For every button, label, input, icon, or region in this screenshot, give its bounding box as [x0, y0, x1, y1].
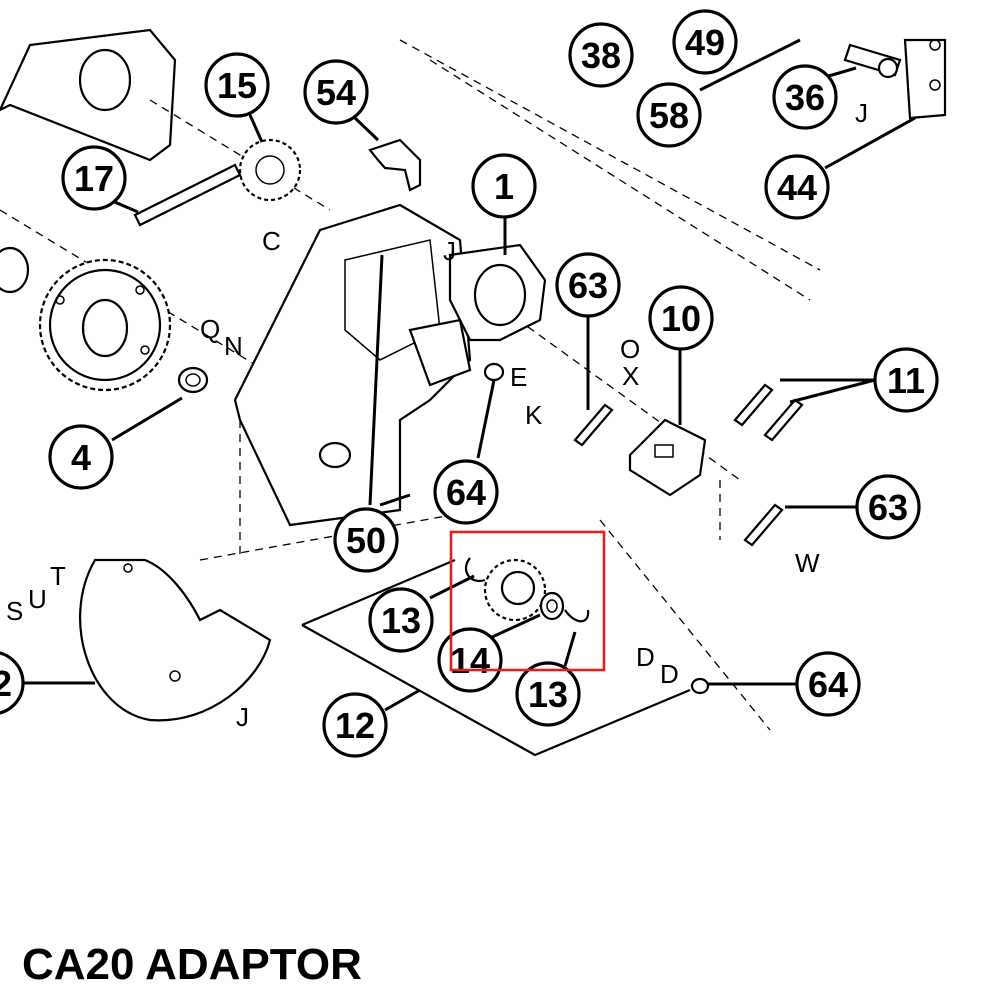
callout-label: 13: [528, 674, 568, 715]
callout-15: 15: [204, 52, 270, 118]
callout-64-upper: 64: [433, 459, 499, 525]
callout-label: 17: [74, 158, 114, 199]
callout-13-left: 13: [368, 587, 434, 653]
callout-label: 14: [450, 640, 490, 681]
letter-label: D: [636, 642, 655, 672]
callout-label: 1: [494, 166, 514, 207]
callout-58: 58: [636, 82, 702, 148]
letter-label: U: [28, 584, 47, 614]
letter-label: K: [525, 400, 543, 430]
callout-label: 12: [335, 705, 375, 746]
callout-49: 49: [672, 9, 738, 75]
callout-4: 4: [48, 424, 114, 490]
callout-label: 54: [316, 72, 356, 113]
callout-label: 10: [661, 298, 701, 339]
letter-label: W: [795, 548, 820, 578]
diagram-title: CA20 ADAPTOR: [22, 940, 362, 989]
callout-44: 44: [764, 154, 830, 220]
letter-label: N: [224, 331, 243, 361]
callout-label: 38: [581, 35, 621, 76]
callout-63-upper: 63: [555, 252, 621, 318]
letter-label: X: [622, 361, 639, 391]
letter-label: J: [236, 702, 249, 732]
highlight-box: [449, 530, 606, 672]
letter-label: J: [855, 98, 868, 128]
callout-label: 49: [685, 22, 725, 63]
callout-2: 2: [0, 651, 25, 715]
callout-38: 38: [568, 22, 634, 88]
callout-1: 1: [471, 153, 537, 219]
callout-label: 64: [808, 664, 848, 705]
callout-10: 10: [648, 285, 714, 351]
callout-label: 2: [0, 663, 12, 704]
callout-label: 63: [568, 265, 608, 306]
letter-label: E: [510, 362, 527, 392]
callout-label: 50: [346, 520, 386, 561]
callout-label: 36: [785, 77, 825, 118]
parts-artwork: [0, 28, 947, 757]
callout-label: 13: [381, 600, 421, 641]
callout-14: 14: [437, 627, 503, 693]
leader-lines: [20, 38, 916, 712]
letter-label: O: [620, 334, 640, 364]
callout-label: 64: [446, 472, 486, 513]
letter-label: T: [50, 561, 66, 591]
callout-label: 4: [71, 437, 91, 478]
callout-12: 12: [322, 692, 388, 758]
letter-label: D: [660, 659, 679, 689]
letter-label: C: [262, 226, 281, 256]
callout-17: 17: [61, 145, 127, 211]
callout-label: 44: [777, 167, 817, 208]
callout-13-right: 13: [515, 661, 581, 727]
callout-label: 58: [649, 95, 689, 136]
callout-54: 54: [303, 59, 369, 125]
callout-50: 50: [333, 507, 399, 573]
callout-11: 11: [873, 347, 939, 413]
callout-63-lower: 63: [855, 474, 921, 540]
callout-label: 11: [887, 360, 925, 401]
callout-36: 36: [772, 64, 838, 130]
reference-letters: C J Q N O X E K W S U T D D J J: [6, 98, 868, 732]
callout-label: 15: [217, 65, 257, 106]
callout-64-lower: 64: [795, 651, 861, 717]
letter-label: Q: [200, 314, 220, 344]
callout-label: 63: [868, 487, 908, 528]
letter-label: S: [6, 596, 23, 626]
letter-label: J: [443, 236, 456, 266]
